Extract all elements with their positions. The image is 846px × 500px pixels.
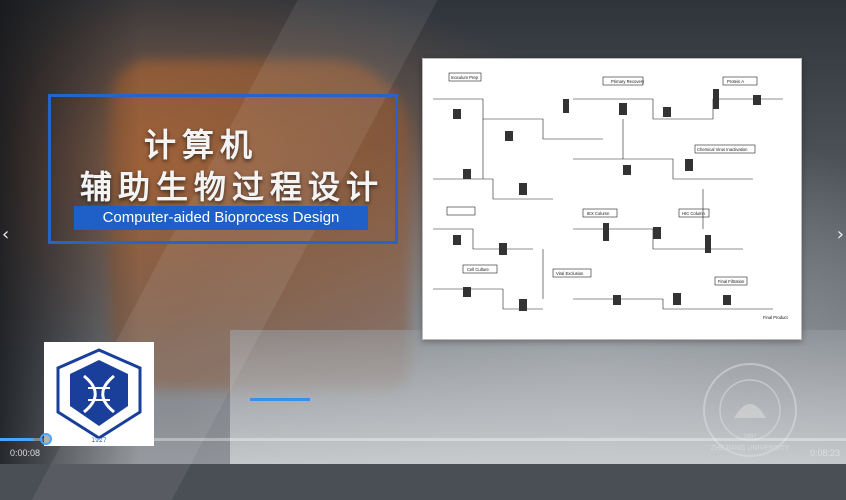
process-flow-diagram: Primary Recovery Protein A Chemical Viru… (422, 58, 802, 340)
watermark-name: ZHEJIANG UNIVERSITY (711, 445, 790, 452)
college-logo: 1927 (44, 342, 154, 446)
chevron-left-icon[interactable]: ‹ (2, 224, 10, 245)
total-time: 0:08:23 (809, 448, 840, 458)
college-emblem-icon: 1927 (56, 348, 142, 444)
slide-title-line2: 辅助生物过程设计 (80, 168, 385, 206)
accent-bar (250, 398, 310, 401)
diagram-label-final-product: Final Product (763, 315, 789, 320)
slide-subtitle: Computer-aided Bioprocess Design (74, 206, 368, 230)
slide-title-line1: 计算机 (144, 126, 259, 164)
video-progress-bar[interactable] (0, 433, 846, 445)
title-frame (48, 94, 398, 244)
video-progress-fill (0, 438, 34, 441)
diagram-label-viral-exclusion: Viral Exclusion (556, 271, 584, 276)
diagram-label-inoculum-prep: Inoculum Prep (451, 75, 479, 80)
university-seal-icon: ZHEJIANG UNIVERSITY 1897 (703, 363, 797, 457)
watermark-year: 1897 (743, 434, 757, 440)
diagram-label-final-filtration: Final Filtration (718, 279, 745, 284)
diagram-label-virus-inactivation: Chemical Virus Inactivation (697, 147, 748, 152)
diagram-label-hic-column: HIC Column (682, 211, 705, 216)
diagram-label-protein-a: Protein A (727, 79, 744, 84)
diagram-label-primary-recovery: Primary Recovery (611, 79, 645, 84)
diagram-label-cell-culture: Cell Culture (467, 267, 490, 272)
university-watermark: ZHEJIANG UNIVERSITY 1897 (700, 360, 800, 460)
background-floor (230, 330, 846, 464)
diagram-label-iex-column: IEX Column (587, 211, 610, 216)
flowsheet-graphic: Primary Recovery Protein A Chemical Viru… (433, 72, 789, 320)
video-progress-handle[interactable] (39, 433, 52, 445)
current-time: 0:00:08 (10, 448, 41, 458)
chevron-right-icon[interactable]: › (836, 224, 844, 245)
logo-year: 1927 (91, 437, 106, 444)
